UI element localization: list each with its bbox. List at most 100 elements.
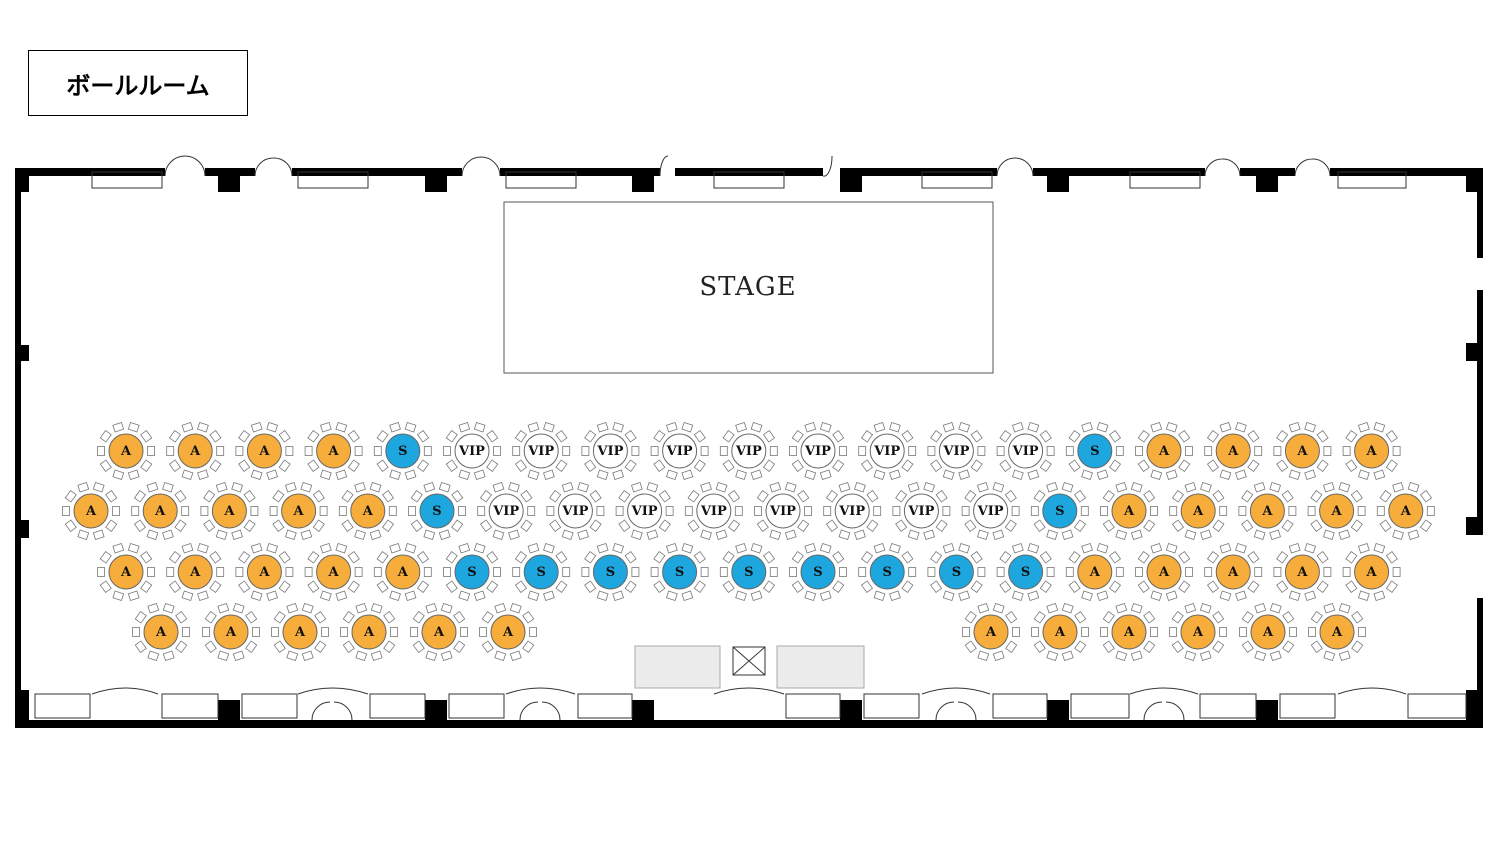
chair — [860, 430, 874, 443]
chair — [1269, 482, 1281, 493]
table-a[interactable]: A — [1204, 422, 1263, 480]
table-label: S — [952, 565, 961, 580]
table-a[interactable]: A — [1239, 603, 1297, 661]
table-s[interactable]: S — [650, 543, 709, 601]
table-a[interactable]: A — [1169, 482, 1228, 540]
table-vip[interactable]: VIP — [996, 422, 1055, 480]
table-a[interactable]: A — [200, 482, 259, 540]
table-vip[interactable]: VIP — [581, 422, 640, 480]
table-vip[interactable]: VIP — [789, 422, 847, 480]
table-vip[interactable]: VIP — [546, 482, 605, 540]
chair — [127, 469, 140, 480]
table-a[interactable]: A — [1342, 422, 1401, 480]
table-s[interactable]: S — [373, 422, 432, 480]
table-a[interactable]: A — [269, 482, 328, 540]
chair — [381, 490, 395, 503]
table-a[interactable]: A — [338, 482, 397, 540]
table-vip[interactable]: VIP — [858, 422, 917, 480]
table-a[interactable]: A — [132, 603, 190, 661]
chair — [1012, 590, 1024, 601]
chair — [961, 506, 970, 516]
table-s[interactable]: S — [443, 543, 501, 601]
table-a[interactable]: A — [97, 422, 155, 480]
table-vip[interactable]: VIP — [927, 422, 986, 480]
table-top — [1250, 614, 1286, 650]
table-a[interactable]: A — [304, 543, 363, 601]
chair — [631, 482, 643, 493]
table-s[interactable]: S — [408, 482, 466, 540]
table-a[interactable]: A — [62, 482, 120, 540]
table-vip[interactable]: VIP — [719, 422, 778, 480]
chair — [1204, 446, 1213, 456]
table-a[interactable]: A — [131, 482, 190, 540]
chair — [1342, 446, 1351, 456]
table-a[interactable]: A — [1238, 482, 1297, 540]
chair — [789, 446, 797, 456]
chair — [514, 580, 528, 593]
chair — [1204, 567, 1213, 577]
chair — [1351, 640, 1364, 653]
table-a[interactable]: A — [235, 543, 294, 601]
table-vip[interactable]: VIP — [684, 482, 743, 540]
table-a[interactable]: A — [271, 603, 329, 661]
chair — [589, 490, 602, 503]
chair — [416, 580, 430, 593]
table-label: A — [225, 625, 237, 640]
table-a[interactable]: A — [373, 543, 432, 601]
chair — [927, 567, 936, 577]
table-a[interactable]: A — [1065, 543, 1124, 601]
table-a[interactable]: A — [1100, 482, 1158, 540]
table-a[interactable]: A — [1307, 482, 1366, 540]
table-s[interactable]: S — [1065, 422, 1124, 480]
table-a[interactable]: A — [304, 422, 363, 480]
table-a[interactable]: A — [1204, 543, 1263, 601]
table-vip[interactable]: VIP — [823, 482, 882, 540]
chair — [390, 627, 398, 637]
table-s[interactable]: S — [789, 543, 847, 601]
table-a[interactable]: A — [1273, 422, 1332, 480]
table-label: S — [1090, 444, 1099, 459]
chair — [416, 430, 430, 443]
table-s[interactable]: S — [1030, 482, 1089, 540]
table-a[interactable]: A — [479, 603, 537, 661]
chair — [1080, 506, 1089, 516]
table-s[interactable]: S — [512, 543, 571, 601]
table-a[interactable]: A — [97, 543, 155, 601]
table-a[interactable]: A — [166, 422, 225, 480]
table-s[interactable]: S — [581, 543, 640, 601]
table-a[interactable]: A — [410, 603, 468, 661]
table-vip[interactable]: VIP — [512, 422, 571, 480]
table-vip[interactable]: VIP — [754, 482, 812, 540]
table-a[interactable]: A — [1342, 543, 1401, 601]
table-a[interactable]: A — [1169, 603, 1227, 661]
table-a[interactable]: A — [166, 543, 225, 601]
table-s[interactable]: S — [719, 543, 778, 601]
table-s[interactable]: S — [927, 543, 986, 601]
chair — [1212, 611, 1225, 624]
table-vip[interactable]: VIP — [615, 482, 674, 540]
table-vip[interactable]: VIP — [477, 482, 536, 540]
chair — [1241, 611, 1254, 624]
chair — [1184, 603, 1197, 614]
table-a[interactable]: A — [1135, 422, 1193, 480]
table-vip[interactable]: VIP — [650, 422, 709, 480]
table-a[interactable]: A — [1376, 482, 1435, 540]
table-a[interactable]: A — [202, 603, 260, 661]
table-vip[interactable]: VIP — [892, 482, 951, 540]
table-label: VIP — [666, 444, 693, 459]
table-a[interactable]: A — [1273, 543, 1332, 601]
table-vip[interactable]: VIP — [443, 422, 501, 480]
table-s[interactable]: S — [996, 543, 1055, 601]
chair — [231, 482, 243, 493]
table-a[interactable]: A — [340, 603, 398, 661]
chair — [508, 529, 520, 540]
table-a[interactable]: A — [235, 422, 294, 480]
chair — [1376, 506, 1385, 516]
table-vip[interactable]: VIP — [961, 482, 1020, 540]
table-s[interactable]: S — [858, 543, 917, 601]
table-a[interactable]: A — [962, 603, 1020, 661]
table-a[interactable]: A — [1100, 603, 1158, 661]
table-a[interactable]: A — [1308, 603, 1366, 661]
table-a[interactable]: A — [1135, 543, 1193, 601]
table-a[interactable]: A — [1031, 603, 1089, 661]
